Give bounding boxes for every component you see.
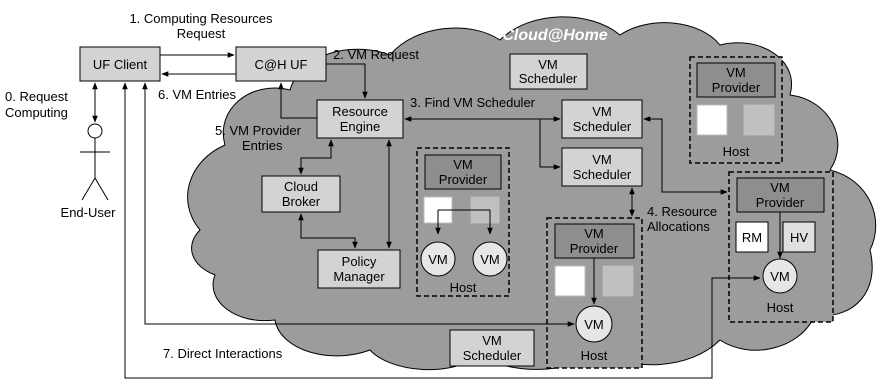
- edge-label-5-line2: Entries: [242, 138, 283, 153]
- hv-label: HV: [790, 230, 808, 245]
- vm-scheduler-b-line2: Scheduler: [573, 167, 632, 182]
- vm-scheduler-b: VM Scheduler: [561, 147, 643, 187]
- cloud-title: Cloud@Home: [502, 27, 607, 44]
- vm-circle-label: VM: [480, 252, 500, 267]
- host-group-bottom: VM Provider VM Host: [546, 217, 643, 369]
- vm-provider-right-line1: VM: [770, 180, 790, 195]
- edge-direct-interactions-b: [122, 82, 761, 379]
- vm-scheduler-b-line1: VM: [592, 152, 612, 167]
- end-user-icon: [80, 123, 110, 201]
- policy-manager-line1: Policy: [342, 254, 377, 269]
- vm-scheduler-top-line1: VM: [538, 57, 558, 72]
- host-label: Host: [767, 300, 794, 315]
- resource-engine-line1: Resource: [332, 104, 388, 119]
- vm-scheduler-a-line1: VM: [592, 104, 612, 119]
- host-label: Host: [723, 144, 750, 159]
- vm-provider-middle-line2: Provider: [439, 172, 488, 187]
- host-label: Host: [450, 280, 477, 295]
- edge-label-0-line1: 0. Request: [5, 89, 68, 104]
- host-group-right: VM Provider RM HV VM Host: [728, 171, 834, 323]
- edge-label-7: 7. Direct Interactions: [163, 346, 283, 361]
- vm-scheduler-bottom: VM Scheduler: [449, 329, 535, 367]
- vm-scheduler-bottom-line2: Scheduler: [463, 348, 522, 363]
- vm-provider-bottom-line2: Provider: [570, 241, 619, 256]
- vm-circle-label: VM: [428, 252, 448, 267]
- vm-provider-top-right-line1: VM: [726, 65, 746, 80]
- vm-scheduler-a-line2: Scheduler: [573, 119, 632, 134]
- vm-provider-middle-line1: VM: [453, 157, 473, 172]
- edge-label-4-line1: 4. Resource: [647, 204, 717, 219]
- cloud-broker-line2: Broker: [282, 194, 321, 209]
- ch-uf-label: C@H UF: [255, 57, 308, 72]
- edge-label-5-line1: 5. VM Provider: [215, 123, 302, 138]
- vm-provider-right-line2: Provider: [756, 195, 805, 210]
- edge-label-3: 3. Find VM Scheduler: [410, 95, 536, 110]
- vm-circle-label: VM: [584, 317, 604, 332]
- host-group-top-right: VM Provider Host: [689, 56, 783, 164]
- vm-circle-label: VM: [770, 269, 790, 284]
- uf-client-label: UF Client: [93, 57, 148, 72]
- edge-label-1-line1: 1. Computing Resources: [129, 11, 273, 26]
- ch-uf-box: [235, 46, 327, 82]
- end-user-label: End-User: [61, 205, 117, 220]
- vm-provider-bottom-line1: VM: [584, 226, 604, 241]
- vm-scheduler-a: VM Scheduler: [561, 99, 643, 139]
- vm-provider-top-right-line2: Provider: [712, 80, 761, 95]
- policy-manager-line2: Manager: [333, 269, 385, 284]
- edge-label-4-line2: Allocations: [647, 219, 710, 234]
- edge-label-1-line2: Request: [177, 26, 226, 41]
- host-label: Host: [581, 348, 608, 363]
- vm-scheduler-bottom-line1: VM: [482, 333, 502, 348]
- rm-label: RM: [742, 230, 762, 245]
- edge-label-2: 2. VM Request: [333, 47, 419, 62]
- edge-label-6: 6. VM Entries: [158, 87, 237, 102]
- host-group-middle: VM Provider VM VM Host: [416, 147, 510, 297]
- cloud-broker-line1: Cloud: [284, 179, 318, 194]
- vm-scheduler-top: VM Scheduler: [509, 53, 588, 90]
- uf-client-box: [79, 46, 161, 82]
- vm-scheduler-top-line2: Scheduler: [519, 71, 578, 86]
- resource-engine-line2: Engine: [340, 119, 380, 134]
- edge-label-0-line2: Computing: [5, 105, 68, 120]
